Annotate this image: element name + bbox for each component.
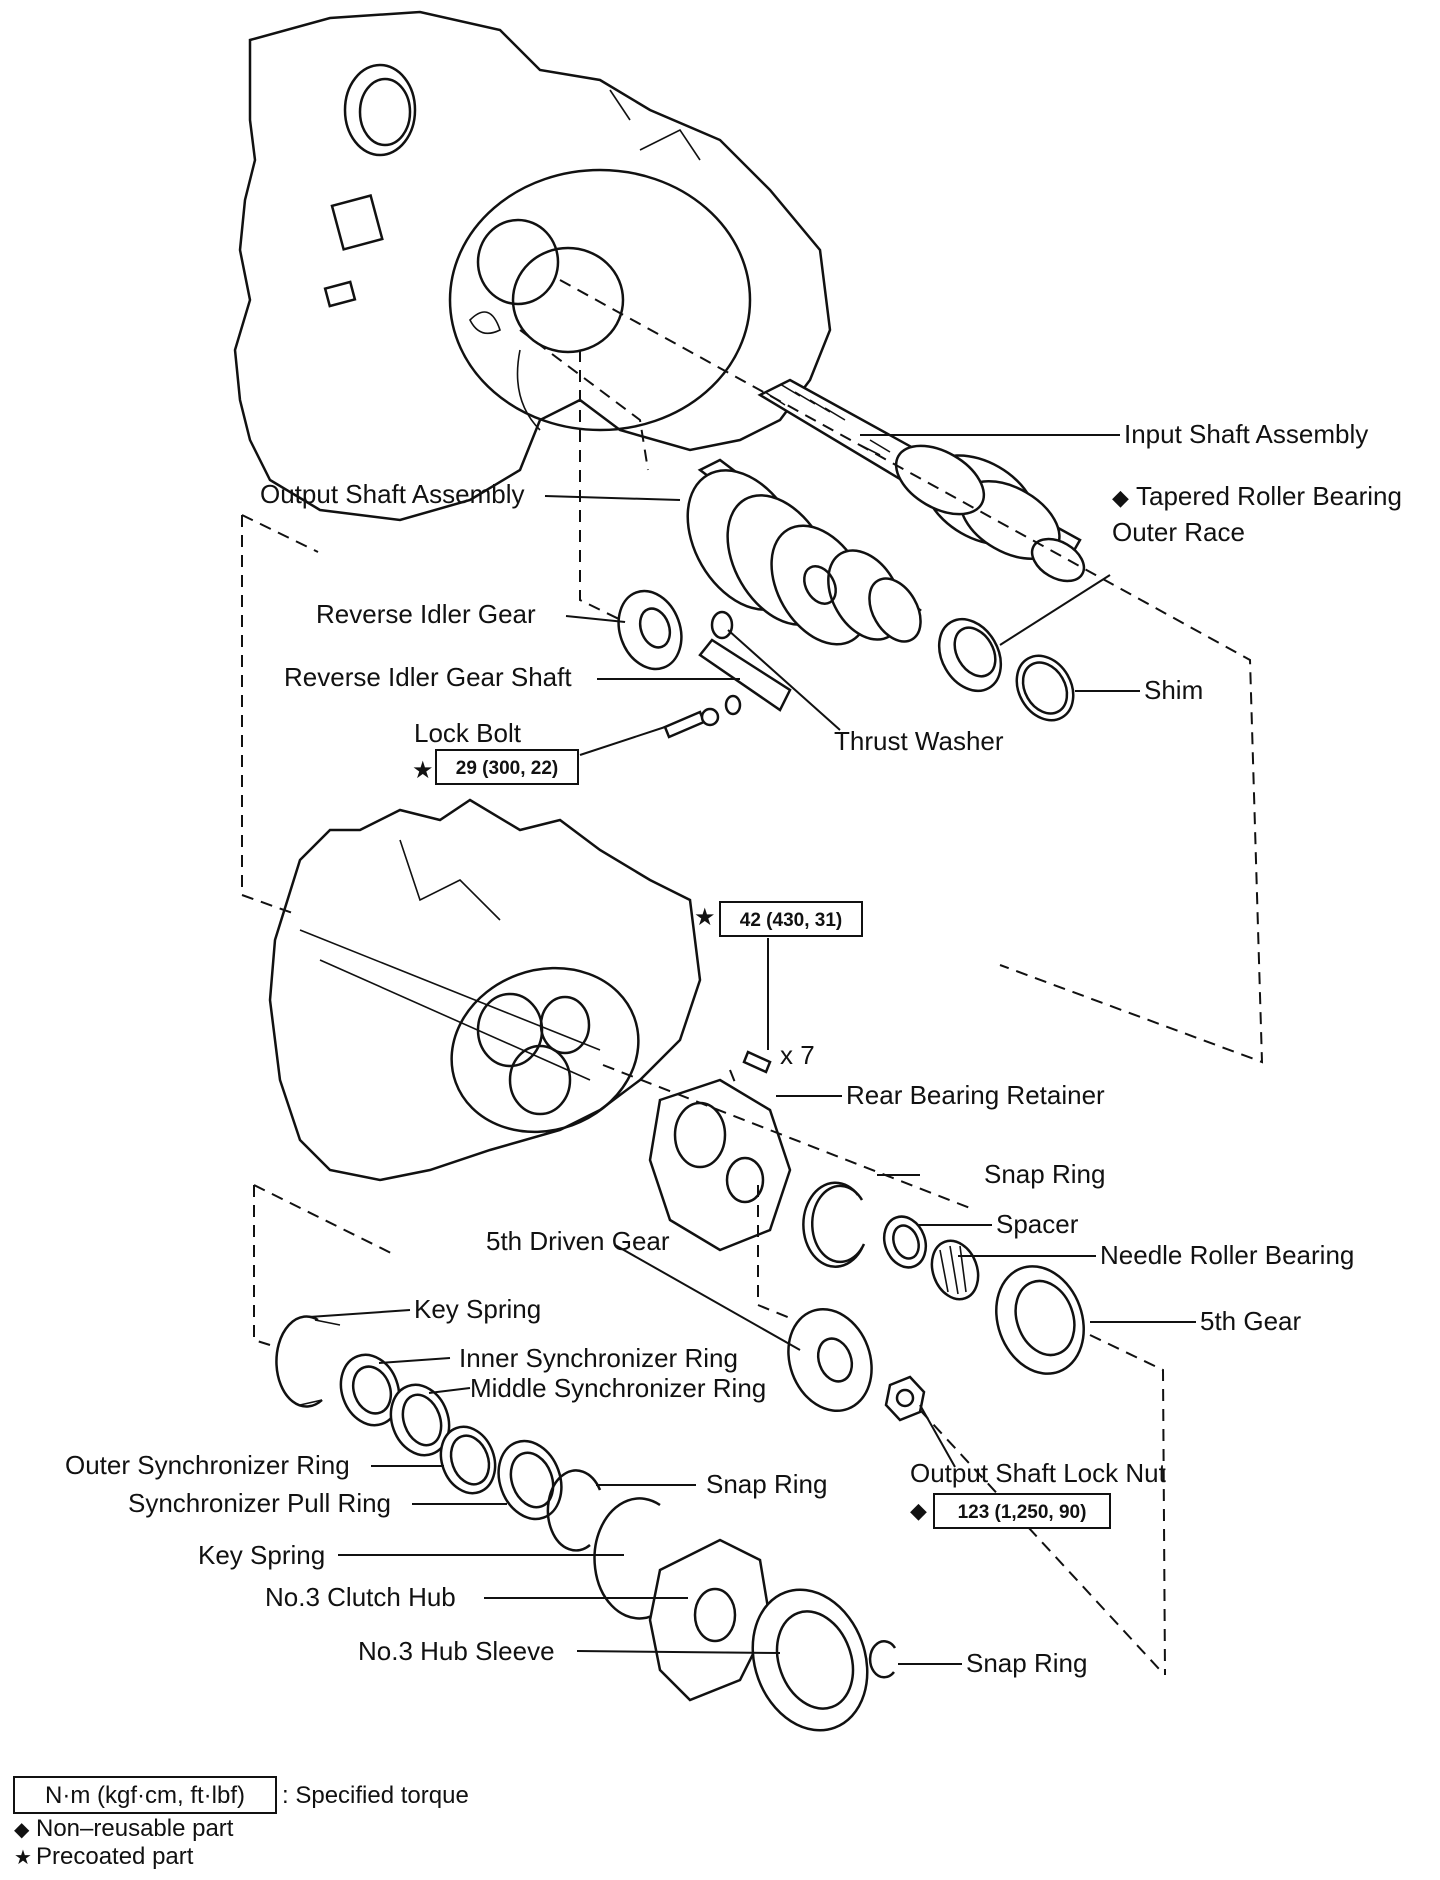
- legend-precoated: Precoated part: [36, 1843, 194, 1870]
- label-inner-synchronizer-ring: Inner Synchronizer Ring: [459, 1343, 738, 1373]
- no3-clutch-hub-part: [648, 1538, 772, 1702]
- output-shaft-assembly: [686, 458, 922, 646]
- synchronizer-pull-ring-part: [497, 1439, 563, 1521]
- snap-ring-3-part: [868, 1640, 897, 1679]
- label-snap-ring-1: Snap Ring: [984, 1159, 1105, 1189]
- label-key-spring-1: Key Spring: [414, 1294, 541, 1324]
- label-key-spring-2: Key Spring: [198, 1540, 325, 1570]
- output-shaft-lock-nut-part: [884, 1375, 926, 1422]
- label-rear-bearing-retainer: Rear Bearing Retainer: [846, 1080, 1105, 1110]
- key-spring-1-part: [275, 1315, 341, 1408]
- legend-torque-units: N·m (kgf·cm, ft·lbf): [45, 1782, 245, 1809]
- inner-synchronizer-ring-part: [339, 1353, 401, 1427]
- torque-value-retainer-bolts: 42 (430, 31): [740, 910, 842, 931]
- diamond-symbol: ◆: [910, 1499, 927, 1524]
- lock-bolt-part: [663, 707, 720, 739]
- reverse-idler-shaft-part: [698, 638, 792, 712]
- label-synchronizer-pull-ring: Synchronizer Pull Ring: [128, 1488, 391, 1518]
- label-outer-synchronizer-ring: Outer Synchronizer Ring: [65, 1450, 350, 1480]
- reverse-idler-gear-part: [617, 589, 683, 671]
- middle-synchronizer-ring-part: [389, 1383, 451, 1457]
- legend-torque-desc: : Specified torque: [282, 1782, 469, 1809]
- label-snap-ring-3: Snap Ring: [966, 1648, 1087, 1678]
- needle-roller-bearing-part: [930, 1239, 980, 1301]
- label-shim: Shim: [1144, 675, 1203, 705]
- part-labels: Input Shaft Assembly ◆ Tapered Roller Be…: [65, 419, 1402, 1678]
- star-symbol: ★: [694, 903, 716, 931]
- leader-lines: [308, 434, 1196, 1665]
- torque-retainer-bolts: ★ 42 (430, 31): [694, 901, 863, 937]
- outer-synchronizer-ring-part: [439, 1425, 497, 1495]
- label-no3-clutch-hub: No.3 Clutch Hub: [265, 1582, 456, 1612]
- outer-race-part: [937, 617, 1003, 693]
- key-spring-2-part: [593, 1497, 674, 1620]
- label-outer-race: Outer Race: [1112, 517, 1245, 547]
- torque-value-lock-nut: 123 (1,250, 90): [958, 1502, 1087, 1523]
- transaxle-case-top: [233, 10, 832, 522]
- star-symbol: ★: [14, 1845, 32, 1869]
- torque-value-lock-bolt: 29 (300, 22): [456, 758, 558, 779]
- label-lock-bolt: Lock Bolt: [414, 718, 522, 748]
- label-snap-ring-2: Snap Ring: [706, 1469, 827, 1499]
- label-reverse-idler-gear: Reverse Idler Gear: [316, 599, 536, 629]
- rear-bearing-retainer-part: [648, 1078, 792, 1252]
- snap-ring-2-part: [546, 1469, 602, 1552]
- shim-part: [1015, 654, 1075, 722]
- label-output-shaft-lock-nut: Output Shaft Lock Nut: [910, 1458, 1167, 1488]
- fifth-gear-part: [995, 1265, 1085, 1375]
- label-fifth-driven-gear: 5th Driven Gear: [486, 1226, 670, 1256]
- diamond-symbol: ◆: [1112, 486, 1129, 511]
- torque-lock-nut: ◆ 123 (1,250, 90): [910, 1493, 1111, 1529]
- label-thrust-washer: Thrust Washer: [834, 726, 1004, 756]
- label-x7: x 7: [780, 1040, 815, 1070]
- label-spacer: Spacer: [996, 1209, 1079, 1239]
- torque-lock-bolt: ★ 29 (300, 22): [412, 749, 579, 785]
- legend: N·m (kgf·cm, ft·lbf) : Specified torque …: [13, 1776, 469, 1870]
- thrust-washer-part: [710, 610, 742, 716]
- label-reverse-idler-gear-shaft: Reverse Idler Gear Shaft: [284, 662, 572, 692]
- label-middle-synchronizer-ring: Middle Synchronizer Ring: [470, 1373, 766, 1403]
- legend-non-reusable: Non–reusable part: [36, 1815, 234, 1842]
- star-symbol: ★: [412, 756, 434, 784]
- no3-hub-sleeve-part: [751, 1588, 869, 1732]
- spacer-part: [882, 1215, 928, 1269]
- label-output-shaft-assembly: Output Shaft Assembly: [260, 479, 524, 509]
- label-fifth-gear: 5th Gear: [1200, 1306, 1302, 1336]
- label-no3-hub-sleeve: No.3 Hub Sleeve: [358, 1636, 555, 1666]
- dashed-assembly-lines: [241, 279, 1264, 1676]
- label-input-shaft-assembly: Input Shaft Assembly: [1124, 419, 1368, 449]
- label-needle-roller-bearing: Needle Roller Bearing: [1100, 1240, 1354, 1270]
- snap-ring-1-part: [802, 1181, 866, 1268]
- fifth-driven-gear-part: [787, 1308, 873, 1412]
- retainer-bolt-part: [742, 1050, 772, 1074]
- label-tapered-roller-bearing: Tapered Roller Bearing: [1136, 481, 1402, 511]
- transmission-case-middle: [268, 798, 702, 1182]
- diamond-symbol: ◆: [14, 1817, 30, 1841]
